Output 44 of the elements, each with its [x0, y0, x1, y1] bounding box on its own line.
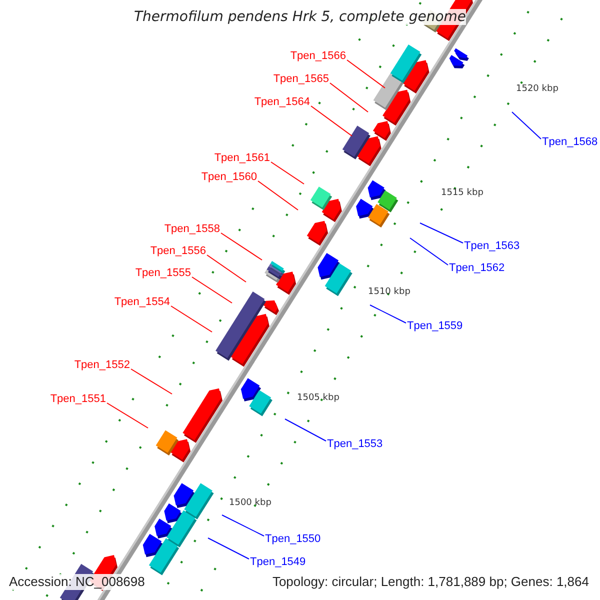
gene-label: Tpen_1561: [214, 152, 270, 165]
gene-label: Tpen_1559: [407, 320, 463, 333]
gene-label: Tpen_1560: [201, 171, 257, 184]
footer-text: Topology: circular; Length: 1,781,889 bp; Genes: 1,864: [271, 574, 590, 590]
scale-label: 1500 kbp: [229, 498, 272, 509]
gene-label: Tpen_1556: [150, 245, 206, 258]
leader-line: [170, 306, 212, 332]
leader-line: [220, 232, 262, 260]
leader-line: [106, 402, 148, 428]
gene-label: Tpen_1555: [135, 267, 191, 280]
gene-label: Tpen_1550: [265, 533, 321, 546]
gene-label: Tpen_1554: [114, 296, 170, 309]
gene-label: Tpen_1564: [254, 96, 310, 109]
gene-label: Tpen_1562: [449, 262, 505, 275]
gene-label: Tpen_1552: [74, 359, 130, 372]
leader-line: [512, 112, 542, 140]
gene-label: Tpen_1549: [250, 556, 306, 569]
leader-line: [284, 418, 326, 442]
leader-line: [310, 106, 352, 136]
leader-line: [270, 162, 304, 184]
leader-line: [330, 82, 368, 112]
gene-label: Tpen_1565: [273, 73, 329, 86]
scale-label: 1510 kbp: [368, 287, 410, 298]
leader-line: [346, 60, 386, 88]
leader-line: [130, 368, 172, 394]
leader-line: [206, 254, 246, 282]
gene-label: Tpen_1553: [327, 438, 383, 451]
footer-text: Accession: NC_008698: [8, 574, 146, 590]
gene-label: Tpen_1568: [542, 136, 598, 149]
leader-line: [420, 222, 464, 244]
scale-label: 1515 kbp: [441, 188, 484, 199]
leader-line: [208, 538, 250, 560]
gene-label: Tpen_1566: [290, 50, 346, 63]
gene-label: Tpen_1563: [464, 240, 520, 253]
scale-label: 1520 kbp: [516, 84, 558, 95]
scale-label: 1505 kbp: [297, 393, 340, 404]
leader-line: [370, 304, 406, 324]
leader-line: [258, 180, 298, 210]
leader-line: [192, 276, 232, 304]
map-title: Thermofilum pendens Hrk 5, complete genome: [134, 9, 466, 25]
gene-label: Tpen_1551: [50, 393, 106, 406]
gene-label: Tpen_1558: [164, 223, 220, 236]
leader-line: [222, 514, 264, 536]
leader-line: [410, 238, 448, 266]
